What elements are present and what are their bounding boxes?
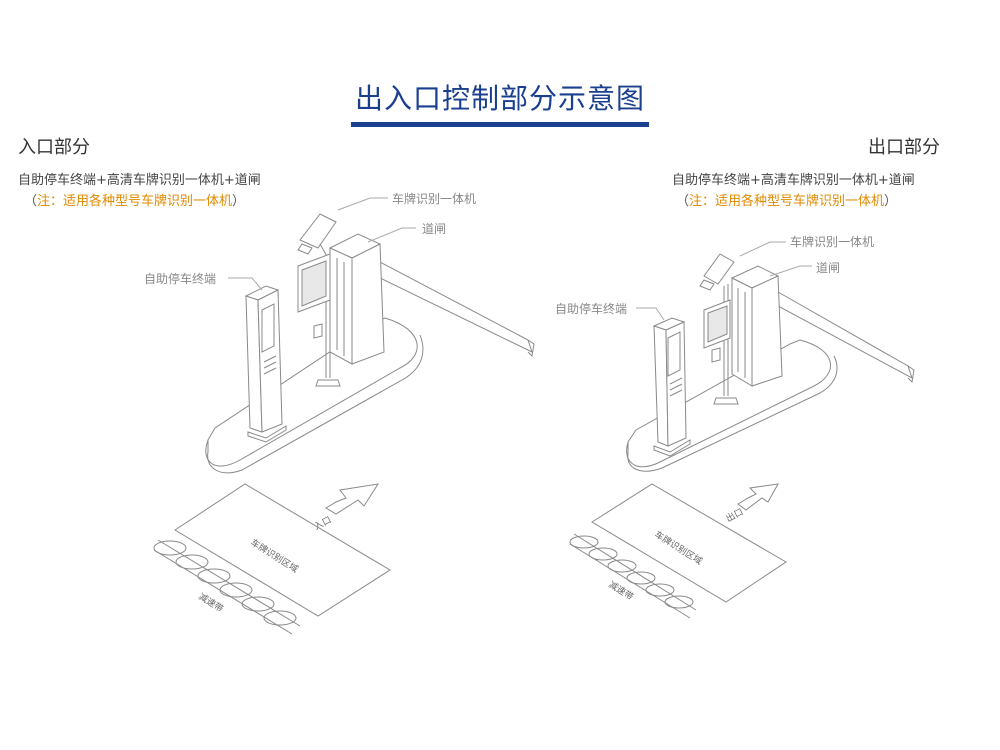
entrance-scene: 车牌识别一体机 道闸 自助停车终端 入口 车牌识别区域 减速带	[144, 191, 535, 635]
entrance-note-open: （	[24, 194, 38, 209]
entrance-note-close: ）	[232, 194, 246, 209]
exit-speed-bump: 减速带	[569, 533, 697, 619]
exit-scene: 车牌识别一体机 道闸 自助停车终端 出口 车牌识别区域 减速带	[555, 234, 915, 619]
exit-lpr-leader	[739, 241, 786, 257]
entrance-terminal-leader	[228, 277, 263, 291]
entrance-note-text: 注：适用各种型号车牌识别一体机	[37, 194, 233, 209]
exit-note-text: 注：适用各种型号车牌识别一体机	[689, 194, 885, 209]
exit-note-open: （	[676, 194, 690, 209]
entrance-terminal-kiosk	[244, 285, 287, 443]
exit-terminal-kiosk	[652, 317, 691, 457]
entrance-terminal-label: 自助停车终端	[144, 271, 216, 286]
entrance-gate-label: 道闸	[422, 222, 446, 236]
entrance-island	[205, 317, 424, 474]
entrance-config: 自助停车终端+高清车牌识别一体机+道闸	[18, 173, 261, 188]
exit-direction-arrow: 出口	[724, 483, 779, 525]
entrance-direction-arrow: 入口	[312, 483, 380, 533]
exit-gate-label: 道闸	[816, 261, 840, 275]
entrance-lpr-label: 车牌识别一体机	[392, 191, 476, 206]
exit-terminal-leader	[636, 307, 665, 321]
exit-heading: 出口部分	[868, 137, 940, 158]
title-wrap: 出入口控制部分示意图	[0, 82, 1000, 127]
entrance-gate-leader	[367, 227, 416, 243]
exit-lpr-camera	[699, 253, 739, 405]
exit-note: （注：适用各种型号车牌识别一体机）	[676, 190, 897, 209]
entrance-note: （注：适用各种型号车牌识别一体机）	[24, 190, 245, 209]
entrance-zone-label: 车牌识别区域	[248, 536, 300, 575]
entrance-lpr-camera	[297, 213, 341, 387]
exit-note-close: ）	[884, 194, 898, 209]
entrance-gate-cabinet	[328, 233, 385, 365]
exit-gate-leader	[769, 265, 812, 277]
entrance-heading: 入口部分	[18, 137, 90, 158]
exit-zone-label: 车牌识别区域	[652, 528, 704, 567]
exit-lpr-label: 车牌识别一体机	[790, 234, 874, 249]
page-title: 出入口控制部分示意图	[350, 82, 649, 127]
exit-gate-cabinet	[730, 265, 783, 387]
exit-terminal-label: 自助停车终端	[555, 301, 627, 316]
entrance-lpr-leader	[337, 197, 388, 211]
entrance-bump-label: 减速带	[196, 590, 225, 614]
exit-config: 自助停车终端+高清车牌识别一体机+道闸	[672, 173, 915, 188]
exit-direction-label: 出口	[724, 506, 746, 525]
